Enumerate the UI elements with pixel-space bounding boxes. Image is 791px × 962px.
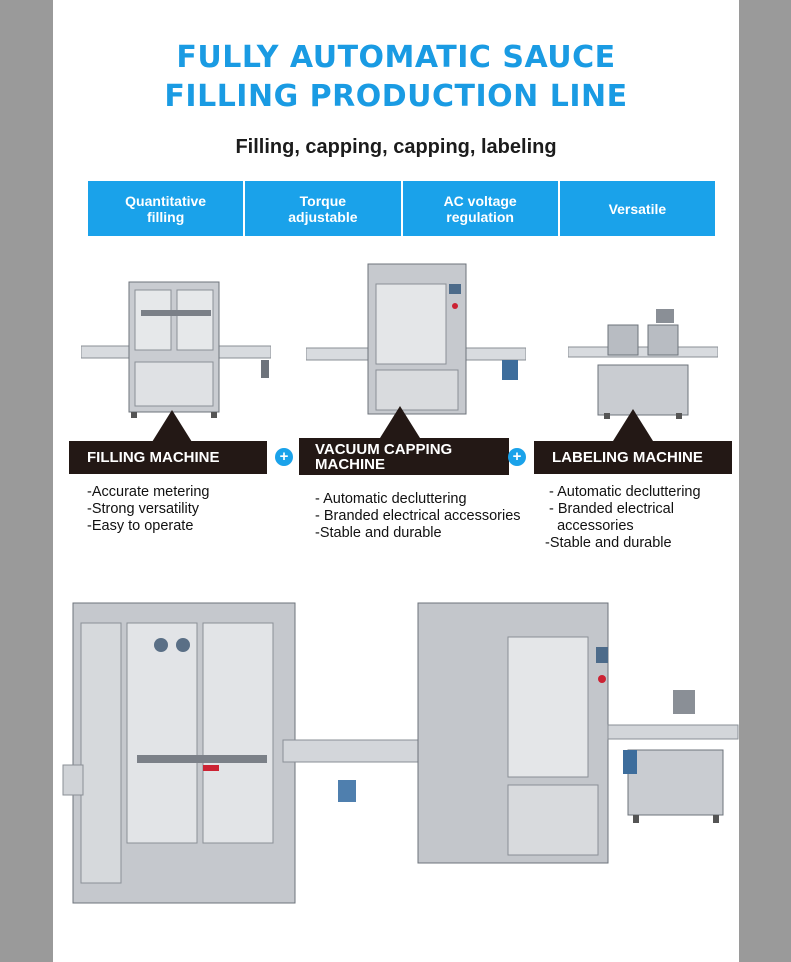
- capping-machine-name-1: VACUUM CAPPING: [315, 440, 453, 458]
- capping-machine-image: [306, 263, 526, 415]
- filling-features-list: -Accurate metering -Strong versatility -…: [87, 484, 210, 535]
- list-item: -Strong versatility: [87, 501, 200, 517]
- production-line-image: [62, 602, 739, 904]
- list-item: accessories: [545, 518, 634, 534]
- labeling-features-list: - Automatic decluttering - Branded elect…: [545, 484, 701, 552]
- poster-panel: FULLY AUTOMATIC SAUCE FILLING PRODUCTION…: [53, 0, 739, 962]
- plus-icon: +: [275, 448, 293, 466]
- list-item: -Stable and durable: [311, 525, 442, 541]
- feature-label: regulation: [446, 208, 514, 225]
- list-item: -Accurate metering: [87, 484, 210, 500]
- filling-machine-name: FILLING MACHINE: [87, 449, 220, 466]
- page-title: FULLY AUTOMATIC SAUCE FILLING PRODUCTION…: [53, 38, 739, 116]
- feature-label: AC voltage: [443, 192, 517, 209]
- capping-features-list: - Automatic decluttering - Branded elect…: [311, 491, 521, 542]
- feature-label: Quantitative: [125, 192, 207, 209]
- title-line-1: FULLY AUTOMATIC SAUCE: [176, 40, 616, 75]
- capping-machine-label: VACUUM CAPPING MACHINE: [299, 438, 509, 475]
- feature-label: Torque: [299, 192, 347, 209]
- feature-label: Versatile: [608, 200, 667, 217]
- labeling-machine-label: LABELING MACHINE: [534, 441, 732, 474]
- list-item: -Stable and durable: [545, 535, 672, 551]
- capping-machine-name-2: MACHINE: [315, 455, 385, 473]
- title-line-2: FILLING PRODUCTION LINE: [164, 79, 628, 114]
- page-subtitle: Filling, capping, capping, labeling: [235, 136, 557, 158]
- list-item: - Automatic decluttering: [311, 491, 467, 507]
- list-item: - Branded electrical accessories: [311, 508, 521, 524]
- labeling-machine-name: LABELING MACHINE: [552, 449, 703, 466]
- feature-label: adjustable: [288, 208, 358, 225]
- filling-pointer: [152, 410, 192, 442]
- capping-pointer: [380, 406, 420, 438]
- feature-label: filling: [146, 208, 185, 225]
- list-item: - Branded electrical: [545, 501, 674, 517]
- plus-icon: +: [508, 448, 526, 466]
- feature-versatile: Versatile: [557, 181, 715, 236]
- list-item: -Easy to operate: [87, 518, 194, 534]
- labeling-machine-image: [568, 309, 718, 419]
- filling-machine-label: FILLING MACHINE: [69, 441, 267, 474]
- labeling-pointer: [613, 409, 653, 441]
- list-item: - Automatic decluttering: [545, 484, 701, 500]
- filling-machine-image: [81, 281, 271, 418]
